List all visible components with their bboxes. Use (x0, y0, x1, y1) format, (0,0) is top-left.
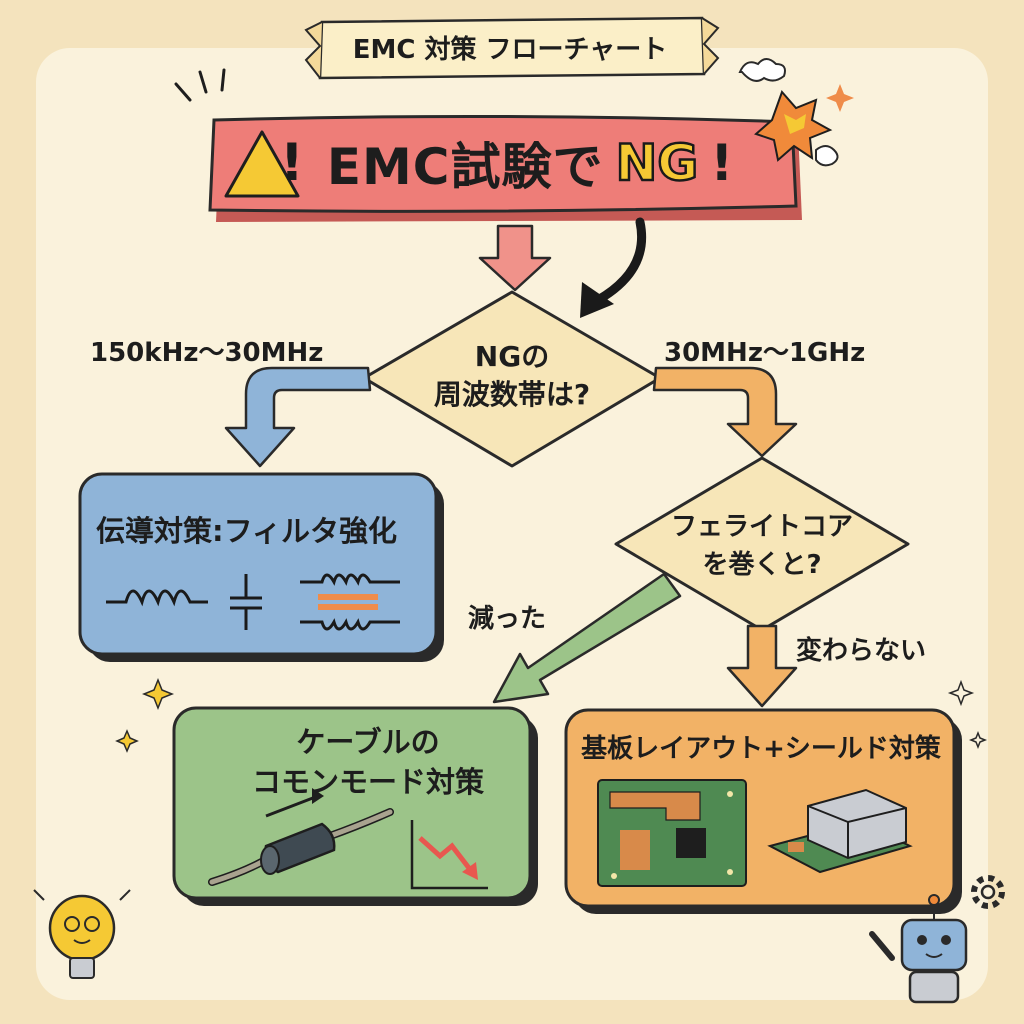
arrow-to-conducted (224, 366, 372, 468)
start-text: EMC試験で (326, 138, 604, 196)
decision-frequency-text: NGの 周波数帯は? (412, 338, 612, 414)
conducted-box (78, 472, 444, 662)
inductor-icon (106, 589, 208, 607)
cable-title-line2: コモンモード対策 (251, 765, 484, 799)
decision-ferrite-line2: を巻くと? (702, 550, 822, 580)
curved-arrow-icon (580, 217, 647, 318)
decision-frequency-line2: 周波数帯は? (433, 378, 591, 411)
shield-can-icon (767, 788, 913, 874)
common-mode-choke-icon (300, 573, 400, 631)
arrow-start-to-decision (478, 224, 552, 292)
cable-title-line1: ケーブルの (296, 725, 440, 759)
start-exclamation: ! (710, 134, 734, 192)
board-title: 基板レイアウト+シールド対策 (581, 734, 941, 764)
branch-low-label: 150kHz〜30MHz (90, 338, 324, 368)
sparkle-star-icon (115, 677, 988, 753)
warning-triangle-icon (224, 130, 300, 198)
robot-icon (869, 894, 968, 1004)
decrease-graph-icon (410, 820, 488, 890)
explosion-icon (738, 58, 854, 167)
pcb-icon (597, 779, 747, 887)
branch-reduced-label: 減った (468, 604, 547, 634)
title-banner-frame (304, 16, 720, 80)
conducted-title: 伝導対策:フィルタ強化 (96, 514, 398, 548)
tension-marks-icon (174, 68, 226, 102)
warning-exclamation: ! (279, 133, 304, 193)
flowchart-title: EMC 対策 フローチャート (352, 34, 668, 65)
decision-ferrite-line1: フェライトコア (670, 512, 853, 542)
branch-unchanged-label: 変わらない (796, 636, 927, 666)
ferrite-cable-icon (208, 788, 394, 886)
decision-frequency-line1: NGの (474, 340, 550, 373)
decision-ferrite-text: フェライトコア を巻くと? (652, 508, 872, 584)
lightbulb-icon (33, 889, 131, 979)
start-box (208, 114, 802, 222)
arrow-to-board (726, 624, 798, 708)
cable-title: ケーブルの コモンモード対策 (238, 722, 498, 802)
branch-high-label: 30MHz〜1GHz (664, 338, 866, 368)
start-ng-text: NG (614, 133, 699, 194)
capacitor-icon (230, 574, 262, 630)
gear-icon (971, 875, 1005, 909)
decision-frequency-diamond (362, 290, 662, 468)
arrow-to-ferrite (652, 366, 798, 458)
arrow-to-cable (492, 572, 682, 704)
